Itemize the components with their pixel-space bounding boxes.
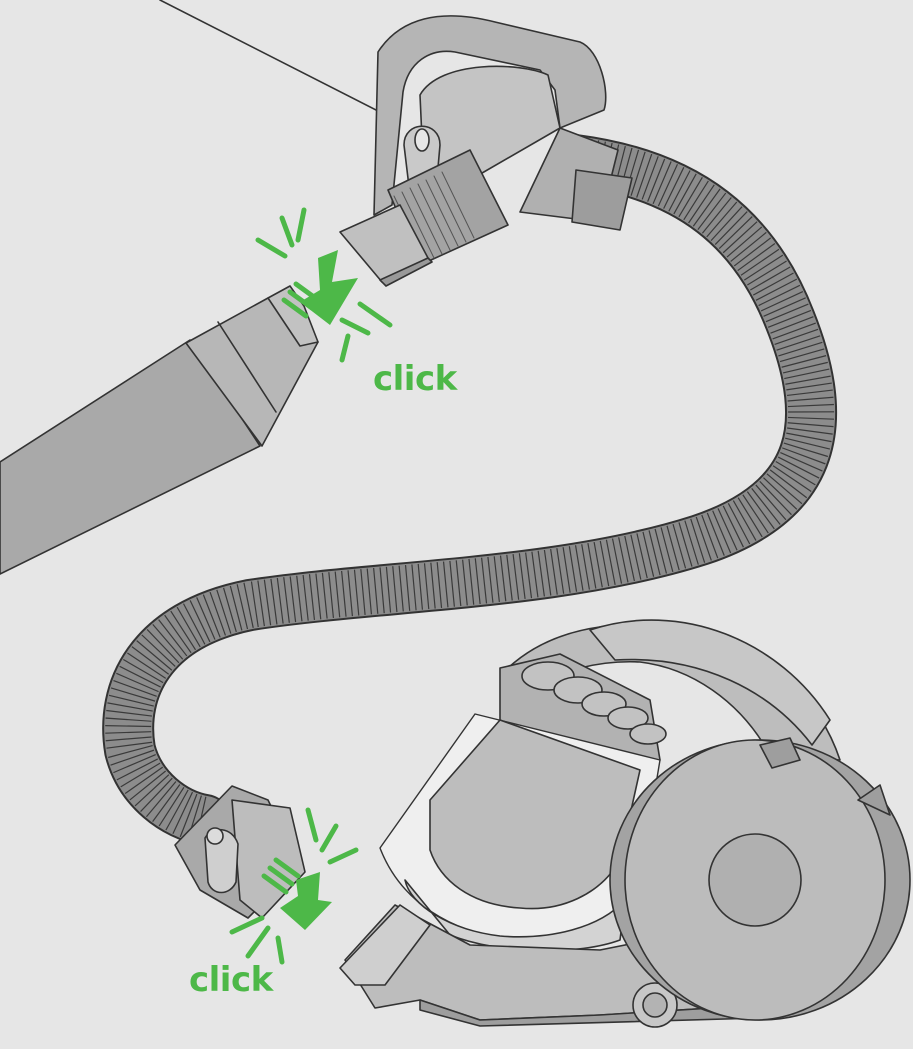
click-label-top: click [373,359,457,399]
vacuum-body [339,619,911,1028]
click-label-bottom: click [189,960,273,1000]
hose-end-connector [174,785,306,919]
click-indicator-top [255,207,393,363]
flexible-hose [102,134,838,846]
handle [339,15,633,287]
leader-line [159,0,383,114]
click-indicator-bottom [229,807,359,965]
wand-tube [0,285,319,575]
